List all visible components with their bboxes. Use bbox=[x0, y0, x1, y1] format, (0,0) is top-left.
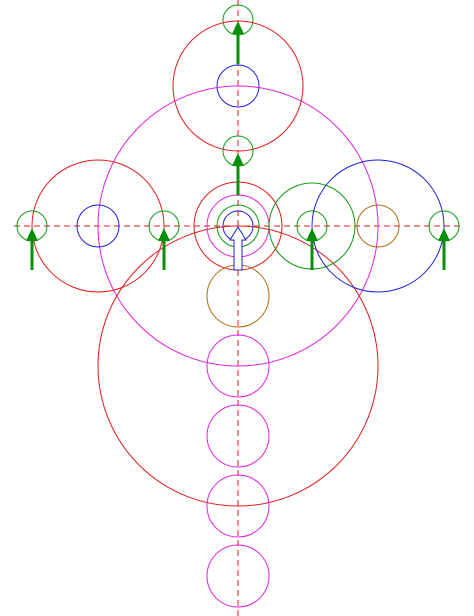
circle-magenta-4 bbox=[206, 544, 270, 608]
circle-magenta-1 bbox=[206, 334, 270, 398]
arrow-right-outer bbox=[438, 228, 450, 270]
circle-magenta-2 bbox=[206, 404, 270, 468]
circle-left-red bbox=[31, 159, 165, 293]
circle-right-blue bbox=[311, 159, 445, 293]
arrow-right-inner bbox=[306, 228, 318, 270]
arrow-top bbox=[232, 21, 244, 64]
circle-right-brown bbox=[356, 204, 400, 248]
arrow-center-blue bbox=[229, 226, 247, 271]
circle-magenta-3 bbox=[206, 474, 270, 538]
circle-bottom-large-red bbox=[97, 225, 379, 507]
circle-left-blue bbox=[76, 204, 120, 248]
circle-large-magenta bbox=[97, 85, 379, 367]
arrow-left-inner bbox=[158, 228, 170, 270]
arrow-mid bbox=[232, 153, 244, 195]
arrow-left-outer bbox=[26, 228, 38, 270]
circle-top-blue bbox=[216, 64, 260, 108]
